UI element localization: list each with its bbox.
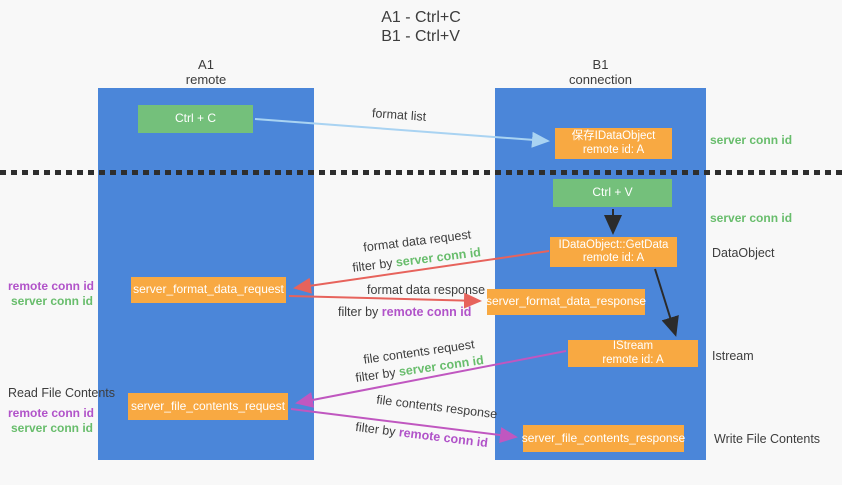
label-filter-value-4: remote conn id bbox=[398, 425, 489, 451]
label-filter-prefix-4: filter by bbox=[354, 419, 400, 440]
phase-separator-dotted-line bbox=[0, 170, 842, 175]
lifeline-a1-name: A1 bbox=[198, 57, 214, 72]
box-server-format-data-response-label: server_format_data_response bbox=[485, 294, 647, 309]
box-ctrl-v: Ctrl + V bbox=[553, 179, 672, 207]
box-save-dataobject-line2: remote id: A bbox=[582, 143, 645, 156]
label-write-file-contents: Write File Contents bbox=[714, 432, 821, 446]
box-istream-line1: IStream bbox=[612, 340, 654, 352]
title-line-2: B1 - Ctrl+V bbox=[381, 28, 460, 45]
box-server-format-data-request: server_format_data_request bbox=[131, 277, 286, 303]
lifeline-header-a1: A1 remote bbox=[98, 57, 314, 87]
box-ctrl-c: Ctrl + C bbox=[138, 105, 253, 133]
label-filter-prefix-2: filter by bbox=[338, 305, 382, 319]
label-dataobject: DataObject bbox=[712, 246, 775, 260]
box-idataobject-getdata: IDataObject::GetData remote id: A bbox=[550, 237, 677, 267]
label-filter-by-remote-conn-id-1: filter by remote conn id bbox=[338, 305, 471, 319]
box-server-file-contents-request: server_file_contents_request bbox=[128, 393, 288, 420]
box-server-file-contents-response: server_file_contents_response bbox=[521, 425, 686, 452]
box-server-file-contents-response-label: server_file_contents_response bbox=[521, 430, 686, 445]
title-line-1: A1 - Ctrl+C bbox=[381, 9, 461, 26]
label-istream: Istream bbox=[712, 349, 754, 363]
diagram-title: A1 - Ctrl+C B1 - Ctrl+V bbox=[0, 8, 842, 46]
box-ctrl-v-label: Ctrl + V bbox=[592, 185, 633, 200]
box-server-format-data-response: server_format_data_response bbox=[485, 289, 647, 315]
lifeline-b1-name: B1 bbox=[592, 57, 609, 72]
box-save-dataobject-line1: 保存IDataObject bbox=[571, 130, 656, 142]
box-istream-line2: remote id: A bbox=[602, 353, 664, 366]
label-server-conn-id-mid: server conn id bbox=[710, 211, 793, 225]
box-istream: IStream remote id: A bbox=[568, 340, 698, 367]
label-format-list: format list bbox=[371, 106, 427, 124]
label-server-conn-id-1: server conn id bbox=[10, 294, 93, 308]
box-save-dataobject: 保存IDataObject remote id: A bbox=[555, 128, 672, 159]
box-server-file-contents-request-label: server_file_contents_request bbox=[130, 398, 286, 413]
box-idataobject-getdata-line2: remote id: A bbox=[582, 252, 645, 264]
box-idataobject-getdata-line1: IDataObject::GetData bbox=[558, 238, 669, 251]
label-remote-conn-id-1: remote conn id bbox=[8, 279, 95, 293]
label-server-conn-id-top: server conn id bbox=[710, 133, 793, 147]
lifeline-a1-role: remote bbox=[185, 72, 227, 87]
label-server-conn-id-2: server conn id bbox=[10, 421, 93, 435]
label-filter-by-remote-conn-id-2: filter by remote conn id bbox=[355, 420, 489, 450]
lifeline-b1-role: connection bbox=[569, 72, 632, 87]
label-read-file-contents: Read File Contents bbox=[8, 386, 116, 400]
lifeline-header-b1: B1 connection bbox=[495, 57, 706, 87]
label-filter-prefix-3: filter by bbox=[354, 364, 400, 385]
label-format-data-response: format data response bbox=[367, 283, 486, 297]
box-ctrl-c-label: Ctrl + C bbox=[174, 111, 216, 126]
box-server-format-data-request-label: server_format_data_request bbox=[133, 282, 284, 297]
label-filter-value-2: remote conn id bbox=[381, 305, 472, 319]
label-file-contents-response: file contents response bbox=[375, 392, 499, 422]
label-remote-conn-id-2: remote conn id bbox=[8, 406, 95, 420]
label-filter-prefix-1: filter by bbox=[351, 255, 397, 275]
